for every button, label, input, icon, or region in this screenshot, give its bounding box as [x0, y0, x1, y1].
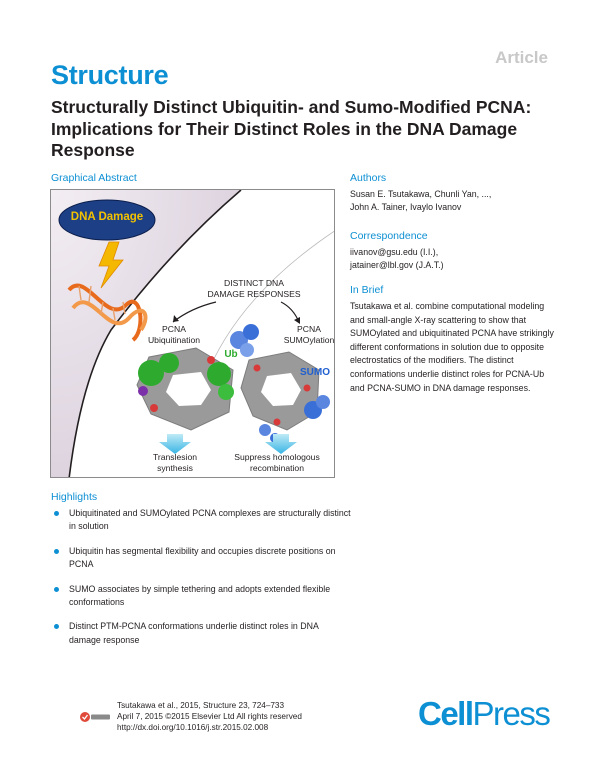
dna-damage-oval — [58, 199, 156, 241]
authors-line[interactable]: Susan E. Tsutakawa, Chunli Yan, ..., — [350, 189, 492, 199]
highlight-item: Ubiquitinated and SUMOylated PCNA comple… — [51, 507, 351, 534]
highlight-item: SUMO associates by simple tethering and … — [51, 583, 351, 610]
journal-name[interactable]: Structure — [51, 60, 169, 90]
pcna-sumoylation-label: PCNA SUMOylation — [283, 324, 335, 345]
nucleus-region — [51, 190, 241, 477]
email-link[interactable]: iivanov@gsu.edu (I.I.), — [350, 247, 439, 257]
article-type-tag: Article — [495, 48, 548, 67]
citation-line: Tsutakawa et al., 2015, Structure 23, 72… — [117, 701, 285, 710]
authors-list: Susan E. Tsutakawa, Chunli Yan, ..., Joh… — [350, 188, 560, 214]
correspondence-emails: iivanov@gsu.edu (I.I.), jatainer@lbl.gov… — [350, 246, 560, 272]
arrow-down-left-icon — [159, 434, 191, 454]
lightning-bolt-icon — [98, 241, 124, 289]
arrow-down-right-icon — [265, 434, 297, 454]
highlight-item: Ubiquitin has segmental flexibility and … — [51, 545, 351, 572]
bullet-icon — [54, 586, 59, 592]
pcna-sumo-structure — [230, 324, 330, 443]
highlight-item: Distinct PTM-PCNA conformations underlie… — [51, 620, 351, 647]
crossmark-icon[interactable] — [79, 711, 111, 723]
highlights-list: Ubiquitinated and SUMOylated PCNA comple… — [51, 507, 351, 658]
arrow-left — [172, 301, 217, 323]
doi-link[interactable]: http://dx.doi.org/10.1016/j.str.2015.02.… — [117, 723, 269, 732]
pcna-ub-structure — [136, 347, 234, 431]
suppress-recombination-label: Suppress homologous recombination — [234, 452, 320, 473]
cellpress-logo[interactable]: CellPress — [418, 695, 551, 732]
bullet-icon — [54, 548, 59, 554]
pcna-ubiquitination-label: PCNA Ubiquitination — [147, 324, 201, 345]
sumo-label: SUMO — [300, 367, 330, 378]
correspondence-heading: Correspondence — [350, 230, 428, 242]
graphical-abstract: DNA Damage DISTINCT DNA DAMAGE RESPONSES… — [50, 189, 335, 478]
dna-damage-label: DNA Damage — [70, 211, 144, 223]
authors-heading: Authors — [350, 172, 387, 184]
in-brief-text: Tsutakawa et al. combine computational m… — [350, 301, 554, 393]
citation-block: Tsutakawa et al., 2015, Structure 23, 72… — [117, 700, 302, 733]
copyright-line: April 7, 2015 ©2015 Elsevier Ltd All rig… — [117, 712, 302, 721]
graphical-abstract-heading: Graphical Abstract — [51, 172, 137, 184]
graphical-abstract-illustration — [51, 190, 334, 477]
bullet-icon — [54, 511, 59, 516]
bullet-icon — [54, 624, 59, 630]
in-brief-heading: In Brief — [350, 284, 384, 296]
highlights-heading: Highlights — [51, 491, 98, 503]
distinct-responses-label: DISTINCT DNA DAMAGE RESPONSES — [207, 278, 301, 299]
ub-label: Ub — [224, 349, 238, 360]
article-title: Structurally Distinct Ubiquitin- and Sum… — [51, 97, 532, 160]
nucleus-membrane — [68, 190, 242, 477]
authors-line[interactable]: John A. Tainer, Ivaylo Ivanov — [350, 202, 462, 212]
email-link[interactable]: jatainer@lbl.gov (J.A.T.) — [350, 260, 444, 270]
translesion-synthesis-label: Translesion synthesis — [152, 452, 198, 473]
dna-helix-icon — [67, 283, 148, 342]
